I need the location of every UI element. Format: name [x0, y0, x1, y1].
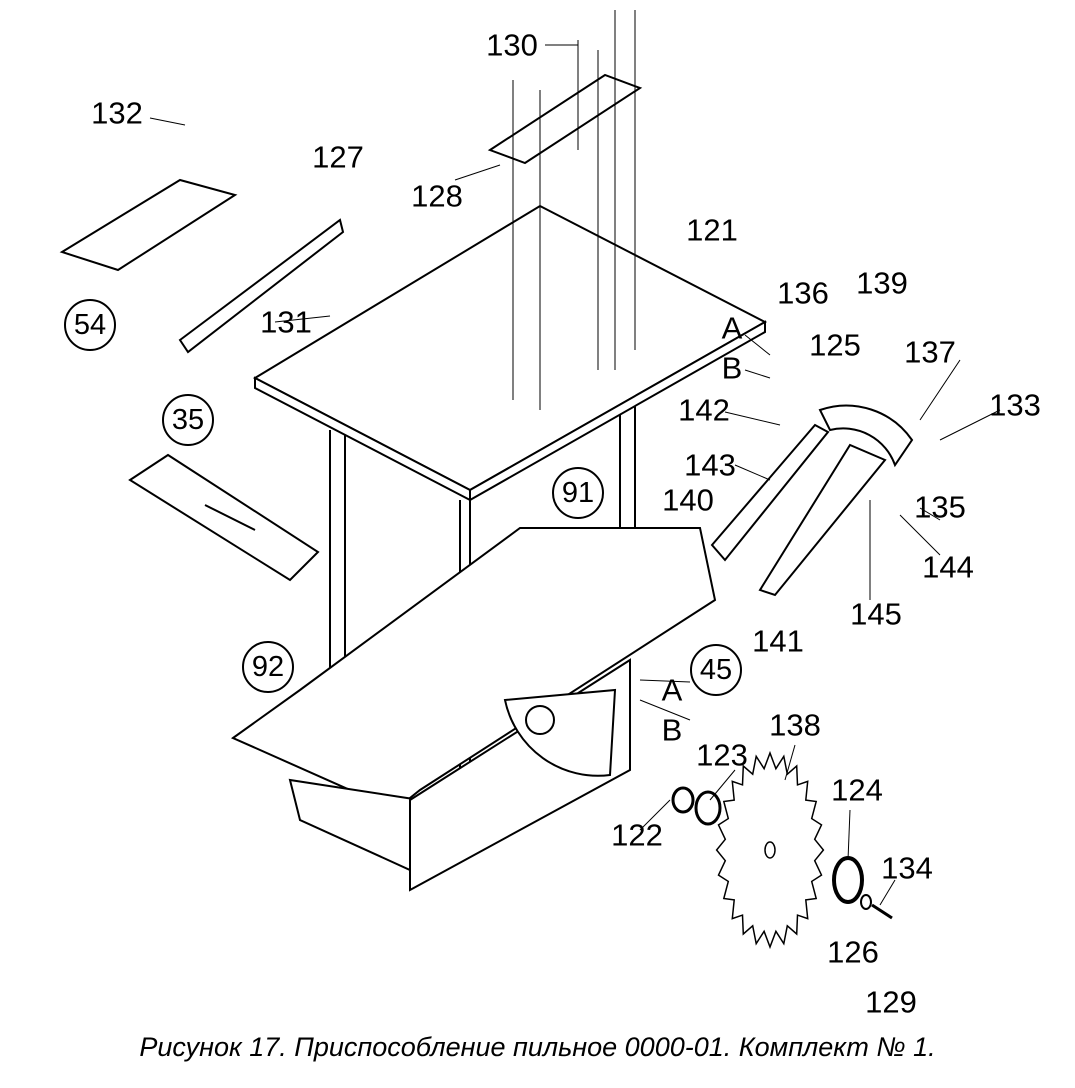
circled-label-35: 35 [162, 394, 214, 446]
rip-fence-127 [178, 218, 345, 354]
part-label-137: 137 [904, 334, 956, 370]
leader-line [939, 409, 1001, 441]
leader-line [709, 769, 736, 801]
letter-mark-a-bottom: A [661, 672, 683, 708]
leader-line [639, 699, 691, 721]
letter-mark-b-bottom: B [661, 712, 683, 748]
part-label-130: 130 [486, 27, 538, 63]
leader-line [919, 359, 961, 421]
leader-line [879, 879, 896, 906]
leader-line [454, 164, 501, 181]
part-label-142: 142 [678, 392, 730, 428]
part-label-128: 128 [411, 178, 463, 214]
leader-line [744, 369, 771, 379]
part-label-125: 125 [809, 327, 861, 363]
arbor-shaft [525, 705, 555, 735]
part-label-143: 143 [684, 447, 736, 483]
washer-126 [860, 894, 872, 910]
flange-124 [832, 856, 864, 904]
part-label-141: 141 [752, 623, 804, 659]
part-label-124: 124 [831, 772, 883, 808]
circled-label-91: 91 [552, 467, 604, 519]
part-label-144: 144 [922, 549, 974, 585]
bolt-129 [871, 903, 893, 920]
part-label-145: 145 [850, 596, 902, 632]
part-label-122: 122 [611, 817, 663, 853]
guard-part-141 [758, 443, 887, 597]
leader-line [149, 117, 186, 126]
leader-line [919, 507, 941, 521]
guard-part-140 [710, 423, 830, 562]
leader-line [899, 514, 941, 556]
part-label-134: 134 [881, 850, 933, 886]
leader-line [784, 744, 796, 781]
leader-line [734, 464, 771, 481]
circled-label-92: 92 [242, 641, 294, 693]
part-label-136: 136 [777, 275, 829, 311]
part-label-140: 140 [662, 482, 714, 518]
nut-122 [671, 786, 695, 814]
letter-mark-a-top: A [721, 310, 743, 346]
circled-label-54: 54 [64, 299, 116, 351]
blade-guard-139 [818, 404, 914, 468]
part-label-131: 131 [260, 304, 312, 340]
leader-line [274, 315, 331, 323]
leader-line [639, 799, 671, 831]
blade-arbor-hole [764, 841, 776, 859]
top-table-side-edge [469, 320, 766, 502]
part-label-123: 123 [696, 737, 748, 773]
part-label-121: 121 [686, 212, 738, 248]
blade-guard-housing [503, 688, 617, 777]
part-label-135: 135 [914, 489, 966, 525]
arrow-on-extension [204, 504, 256, 531]
leader-line [639, 679, 691, 683]
leader-line [724, 411, 781, 426]
part-label-129: 129 [865, 984, 917, 1020]
part-label-138: 138 [769, 707, 821, 743]
leader-line [847, 809, 851, 861]
part-label-126: 126 [827, 934, 879, 970]
saw-blade-138 [715, 750, 825, 950]
extension-bar-35 [128, 453, 320, 582]
mitre-gauge-54 [59, 178, 238, 272]
part-label-139: 139 [856, 265, 908, 301]
flange-123 [694, 790, 722, 826]
leader-line [744, 334, 771, 356]
circled-label-45: 45 [690, 644, 742, 696]
part-label-127: 127 [312, 139, 364, 175]
part-label-133: 133 [989, 387, 1041, 423]
figure-caption: Рисунок 17. Приспособление пильное 0000-… [139, 1032, 936, 1062]
letter-mark-b-top: B [721, 350, 743, 386]
part-label-132: 132 [91, 95, 143, 131]
